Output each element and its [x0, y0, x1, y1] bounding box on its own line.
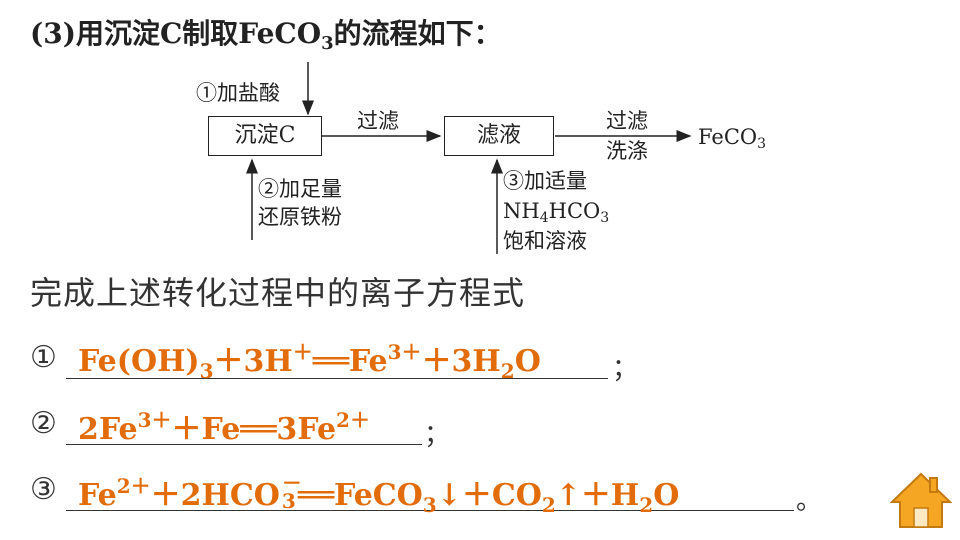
- eq3-answer: Fe2＋＋2HCO－3══FeCO3↓＋CO2↑＋H2O: [78, 471, 680, 517]
- eq2-blank: [66, 406, 422, 445]
- eq3-number: ③: [30, 472, 57, 507]
- eq3-end: 。: [796, 486, 823, 516]
- step-add-iron-line2: 还原铁粉: [258, 205, 342, 229]
- label-filter-2: 过滤: [606, 109, 648, 133]
- eq1-answer: Fe(OH)3＋3H＋══Fe3＋＋3H2O: [78, 340, 541, 383]
- question-title: (3)用沉淀C制取FeCO3的流程如下：: [30, 17, 502, 54]
- label-filter-1: 过滤: [357, 109, 399, 133]
- eq3-blank: [66, 472, 794, 511]
- box-filtrate: 滤液: [444, 116, 554, 156]
- step-add-iron-line1: ②加足量: [258, 177, 342, 201]
- eq2-answer: 2Fe3＋＋Fe══3Fe2＋: [78, 408, 370, 447]
- step-add-nh4hco3-line2: NH4HCO3: [503, 199, 610, 226]
- step-add-hcl: ①加盐酸: [196, 81, 280, 105]
- flow-diagram-arrows: [246, 62, 692, 254]
- step-add-nh4hco3-line1: ③加适量: [503, 169, 587, 193]
- home-icon[interactable]: [890, 470, 952, 530]
- product-feco3: FeCO3: [698, 125, 767, 152]
- eq1-end: ；: [612, 354, 639, 384]
- step-add-nh4hco3-line3: 饱和溶液: [503, 229, 587, 253]
- eq1-number: ①: [30, 340, 57, 375]
- eq2-number: ②: [30, 406, 57, 441]
- prompt-text: 完成上述转化过程中的离子方程式: [30, 274, 526, 312]
- label-wash: 洗涤: [606, 139, 648, 163]
- eq1-blank: [66, 340, 608, 379]
- box-precipitate-c: 沉淀C: [208, 116, 322, 156]
- eq2-end: ；: [424, 420, 451, 450]
